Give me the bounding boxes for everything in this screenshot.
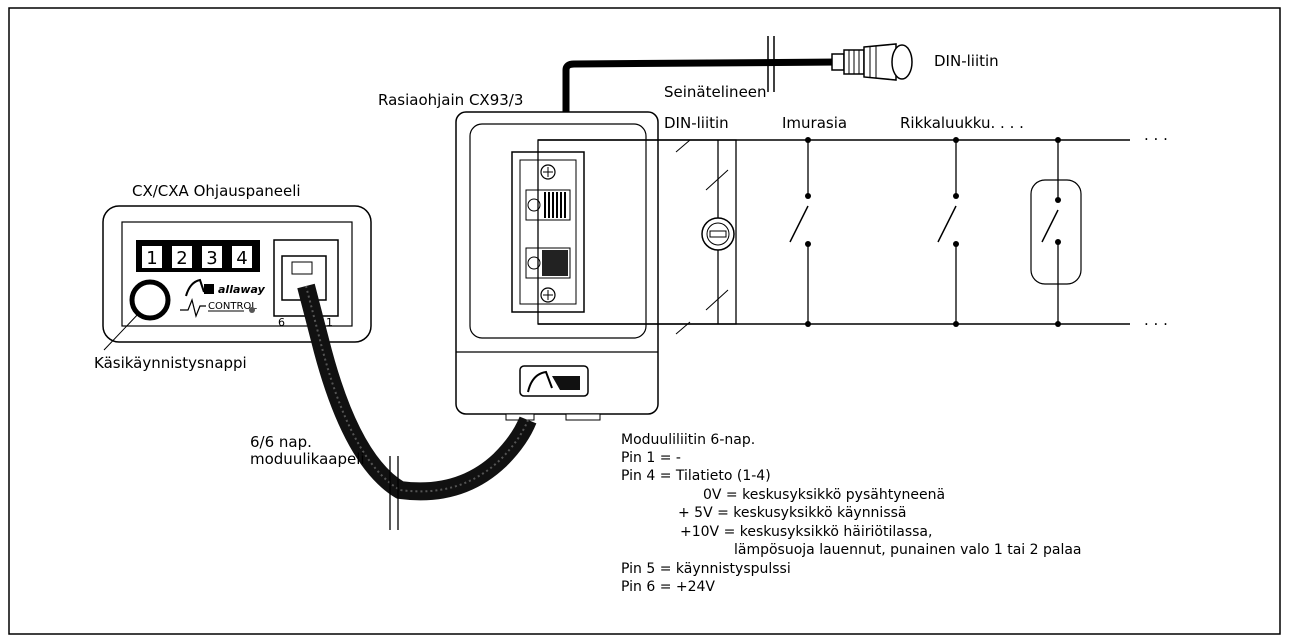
din-plug-icon	[831, 43, 913, 81]
note-line: Pin 4 = Tilatieto (1-4)	[621, 468, 771, 484]
din-connector-top-label: DIN-liitin	[934, 52, 999, 70]
control-panel: 1 2 3 4 allaway CONTROL 6 1	[102, 205, 372, 343]
note-line: Pin 5 = käynnistyspulssi	[621, 561, 791, 577]
din-cable	[562, 58, 844, 116]
panel-key: 3	[206, 248, 217, 269]
wall-din-socket-icon	[701, 217, 735, 251]
box-controller	[455, 111, 659, 421]
break-tick	[675, 321, 691, 335]
cable-label-line2: moduulikaapeli	[250, 450, 365, 468]
break-tick	[705, 289, 729, 311]
manual-start-button-icon	[129, 279, 171, 321]
panel-brand-sub: CONTROL	[208, 301, 257, 312]
note-line: lämpösuoja lauennut, punainen valo 1 tai…	[734, 542, 1082, 558]
panel-key: 2	[176, 248, 187, 269]
dustpan-label: Rikkaluukku. . . .	[900, 114, 1024, 132]
wall-bracket-label: Seinätelineen	[664, 83, 767, 101]
panel-brand: allaway	[218, 283, 266, 296]
panel-key: 4	[236, 248, 247, 269]
break-tick	[705, 169, 729, 191]
note-line: Pin 6 = +24V	[621, 579, 716, 595]
extra-switch-icon	[1030, 137, 1082, 327]
continue-top-label: . . .	[1144, 126, 1168, 144]
note-line: + 5V = keskusyksikkö käynnissä	[678, 505, 907, 521]
break-tick	[675, 139, 691, 153]
note-line: +10V = keskusyksikkö häiriötilassa,	[680, 524, 933, 540]
cable-label-line1: 6/6 nap.	[250, 433, 312, 451]
panel-key: 1	[146, 248, 157, 269]
manual-start-button-label: Käsikäynnistysnappi	[94, 354, 247, 372]
diagram-frame	[8, 7, 1281, 635]
panel-title: CX/CXA Ohjauspaneeli	[132, 182, 301, 200]
dustpan-switch-icon	[937, 137, 959, 327]
note-line: Pin 1 = -	[621, 450, 681, 466]
callout-line	[103, 311, 141, 351]
din-connector-wall-label: DIN-liitin	[664, 114, 729, 132]
vacuum-socket-switch-icon	[789, 137, 811, 327]
box-controller-label: Rasiaohjain CX93/3	[378, 91, 524, 109]
jack-pin-right: 1	[326, 316, 333, 329]
note-line: 0V = keskusyksikkö pysähtyneenä	[703, 487, 946, 503]
vacuum-socket-label: Imurasia	[782, 114, 848, 132]
note-line: Moduuliliitin 6-nap.	[621, 432, 756, 448]
jack-pin-left: 6	[278, 316, 285, 329]
continue-bottom-label: . . .	[1144, 311, 1168, 329]
